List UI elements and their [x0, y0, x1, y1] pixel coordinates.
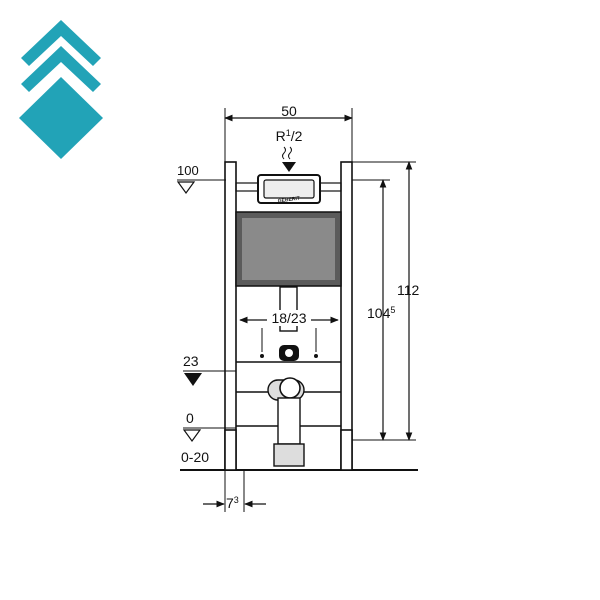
spacing-label-bg	[267, 310, 311, 326]
logo-diamond-top	[21, 20, 101, 66]
brand-label: GEBERIT	[277, 195, 300, 204]
supply-connection-label: R1/2	[276, 128, 303, 144]
actuator-button	[263, 179, 315, 199]
level-range-label: 0-20	[181, 449, 209, 465]
logo-diamond-middle	[21, 46, 101, 92]
level-100-marker	[176, 181, 196, 195]
level-23-marker	[184, 373, 202, 386]
frame-left-foot	[224, 429, 237, 471]
frame-right-foot	[340, 429, 353, 471]
fixing-stud	[260, 354, 264, 358]
logo-diamond-bottom	[19, 77, 103, 159]
height-112-label: 112	[397, 282, 420, 298]
inlet-hole	[285, 349, 293, 357]
waste-pipe-vertical	[277, 397, 301, 445]
supply-wave-icon	[282, 146, 292, 160]
level-23-label: 23	[183, 353, 199, 369]
cistern-face	[242, 218, 335, 280]
brand-logo	[19, 20, 103, 159]
fixing-stud	[314, 354, 318, 358]
supply-arrow-icon	[282, 162, 296, 172]
level-0-marker	[182, 429, 202, 443]
waste-pipe-socket	[273, 443, 305, 467]
level-100-label: 100	[177, 163, 199, 178]
waste-pipe-end	[279, 377, 301, 399]
level-0-label: 0	[186, 410, 194, 426]
frame-right-post	[340, 161, 353, 470]
foot-dimension-label: 73	[226, 495, 239, 511]
width-dimension-label: 50	[281, 103, 297, 119]
height-104-label: 1045	[367, 305, 395, 321]
frame-left-post	[224, 161, 237, 470]
spacing-label: 18/23	[271, 310, 306, 326]
